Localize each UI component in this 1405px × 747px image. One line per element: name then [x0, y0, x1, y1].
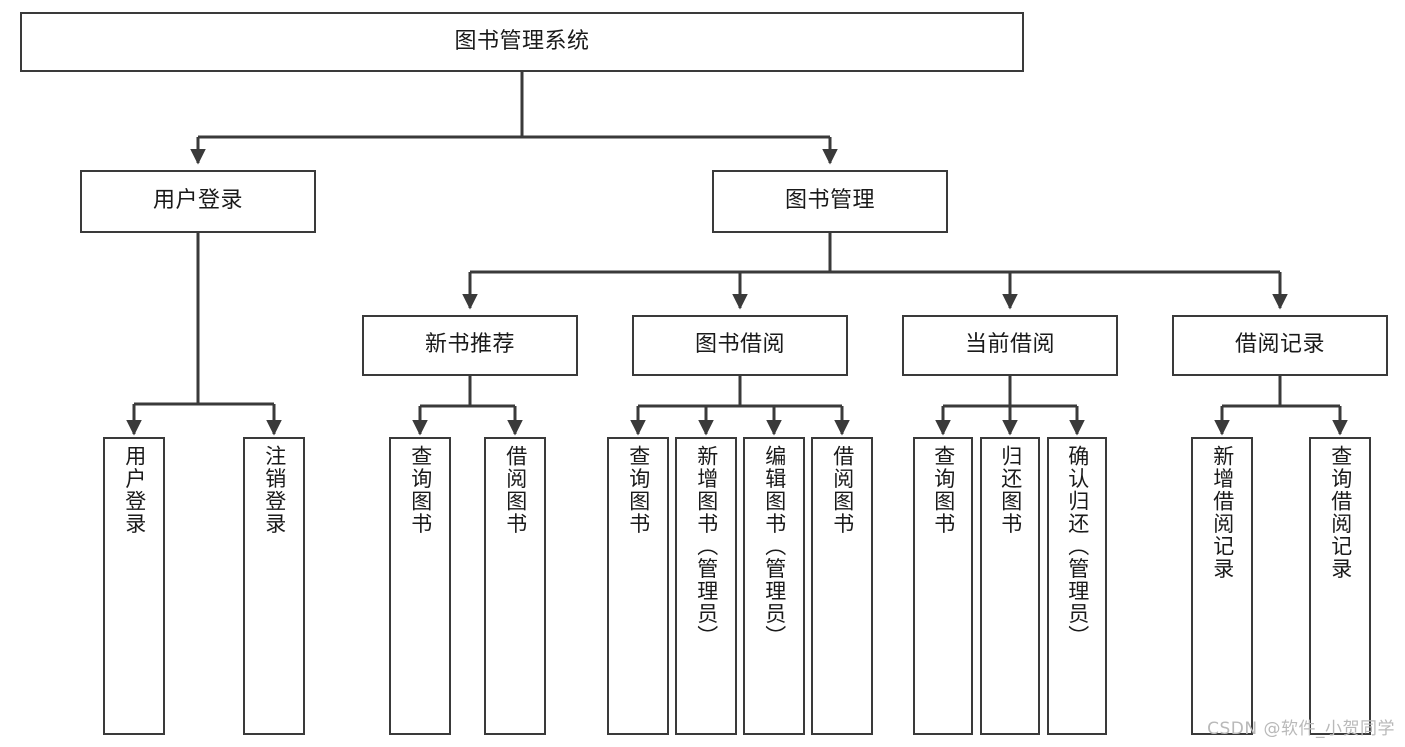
- node-current-borrow[interactable]: 当前借阅: [902, 315, 1118, 376]
- leaf-query-book-current[interactable]: 查询图书: [913, 437, 973, 735]
- node-label: 借阅图书: [503, 445, 528, 535]
- node-label: 查询图书: [931, 445, 956, 535]
- node-label: 图书管理系统: [454, 28, 590, 54]
- leaf-return-book[interactable]: 归还图书: [980, 437, 1040, 735]
- node-label: 确认归还（管理员）: [1065, 445, 1090, 648]
- node-borrow-record[interactable]: 借阅记录: [1172, 315, 1388, 376]
- node-label: 图书管理: [784, 188, 875, 214]
- leaf-user-logout[interactable]: 注销登录: [243, 437, 305, 735]
- node-root-library-system[interactable]: 图书管理系统: [20, 12, 1024, 72]
- node-label: 借阅图书: [830, 445, 855, 535]
- node-label: 归还图书: [998, 445, 1023, 535]
- node-label: 当前借阅: [964, 332, 1055, 358]
- leaf-borrow-book[interactable]: 借阅图书: [811, 437, 873, 735]
- node-new-book-recommend[interactable]: 新书推荐: [362, 315, 578, 376]
- node-label: 查询图书: [408, 445, 433, 535]
- node-label: 新增借阅记录: [1210, 445, 1235, 580]
- leaf-query-book-recommend[interactable]: 查询图书: [389, 437, 451, 735]
- leaf-query-book-borrow[interactable]: 查询图书: [607, 437, 669, 735]
- node-book-borrow[interactable]: 图书借阅: [632, 315, 848, 376]
- node-label: 借阅记录: [1234, 332, 1325, 358]
- node-user-login[interactable]: 用户登录: [80, 170, 316, 233]
- node-label: 注销登录: [262, 445, 287, 535]
- node-label: 用户登录: [122, 445, 147, 535]
- leaf-borrow-book-recommend[interactable]: 借阅图书: [484, 437, 546, 735]
- leaf-query-borrow-record[interactable]: 查询借阅记录: [1309, 437, 1371, 735]
- node-label: 图书借阅: [694, 332, 785, 358]
- node-label: 新书推荐: [424, 332, 515, 358]
- leaf-add-book[interactable]: 新增图书（管理员）: [675, 437, 737, 735]
- node-label: 查询图书: [626, 445, 651, 535]
- node-label: 用户登录: [152, 188, 243, 214]
- node-label: 编辑图书（管理员）: [762, 445, 787, 648]
- node-book-manage[interactable]: 图书管理: [712, 170, 948, 233]
- node-label: 查询借阅记录: [1328, 445, 1353, 580]
- leaf-edit-book[interactable]: 编辑图书（管理员）: [743, 437, 805, 735]
- leaf-confirm-return[interactable]: 确认归还（管理员）: [1047, 437, 1107, 735]
- node-label: 新增图书（管理员）: [694, 445, 719, 648]
- leaf-add-borrow-record[interactable]: 新增借阅记录: [1191, 437, 1253, 735]
- leaf-user-login[interactable]: 用户登录: [103, 437, 165, 735]
